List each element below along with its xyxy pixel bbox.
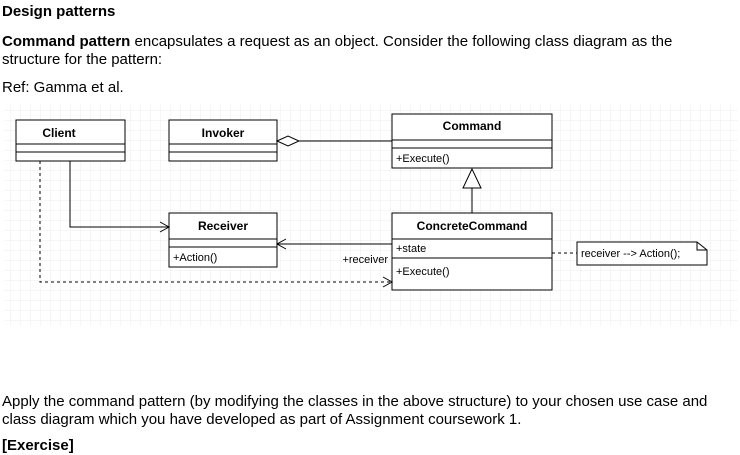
concrete-command-name: ConcreteCommand <box>417 219 528 233</box>
client-receiver-association <box>69 161 171 233</box>
command-name: Command <box>443 119 502 133</box>
concrete-state-attr: +state <box>396 243 426 255</box>
page-heading: Design patterns <box>2 3 116 20</box>
concrete-receiver-association: +receiver <box>275 238 392 266</box>
client-name: Client <box>42 126 75 140</box>
intro-text: encapsulates a request as an object. Con… <box>2 33 673 68</box>
reference-line: Ref: Gamma et al. <box>2 79 124 96</box>
receiver-name: Receiver <box>198 219 248 233</box>
class-command: Command +Execute() <box>391 113 553 169</box>
invoker-name: Invoker <box>202 126 245 140</box>
trailing-fragment: [Exercise] <box>2 437 74 454</box>
receiver-role-label: +receiver <box>342 254 388 266</box>
class-client: Client <box>15 119 126 162</box>
concrete-execute-op: +Execute() <box>396 266 450 278</box>
command-execute-op: +Execute() <box>396 153 450 165</box>
client-concrete-dependency <box>39 161 394 288</box>
class-receiver: Receiver +Action() <box>168 212 278 268</box>
concrete-command-generalization <box>462 167 482 213</box>
invoker-command-aggregation <box>275 135 392 147</box>
note-receiver-action: receiver --> Action(); <box>576 241 708 266</box>
class-diagram: Client Invoker Command +Execute() Receiv… <box>4 104 738 326</box>
note-text: receiver --> Action(); <box>581 248 680 260</box>
receiver-action-op: +Action() <box>173 252 217 264</box>
instructions-paragraph: Apply the command pattern (by modifying … <box>2 393 708 428</box>
class-invoker: Invoker <box>168 119 278 162</box>
class-concrete-command: ConcreteCommand +state +Execute() <box>391 212 553 291</box>
intro-bold: Command pattern <box>2 33 131 50</box>
intro-paragraph: Command pattern encapsulates a request a… <box>2 33 732 69</box>
